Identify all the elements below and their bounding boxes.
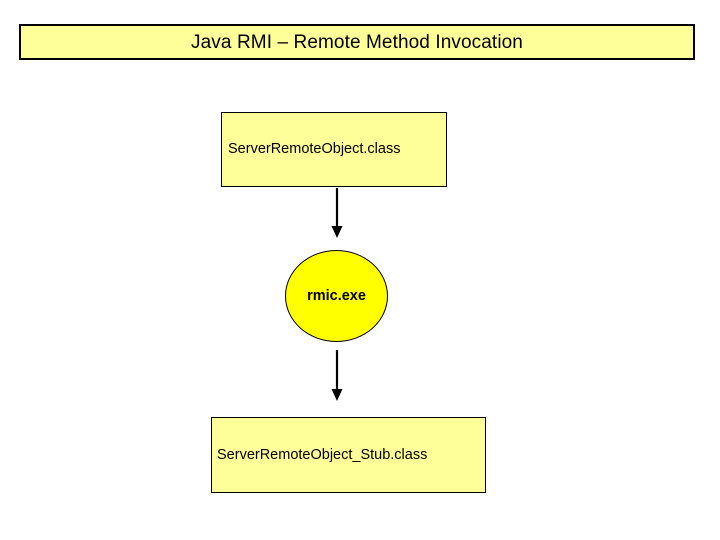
node-source-class-label: ServerRemoteObject.class — [228, 141, 401, 158]
slide-title-box: Java RMI – Remote Method Invocation — [19, 24, 695, 60]
node-stub-class: ServerRemoteObject_Stub.class — [211, 417, 486, 493]
page-title: Java RMI – Remote Method Invocation — [191, 31, 523, 53]
node-source-class: ServerRemoteObject.class — [221, 112, 447, 187]
node-rmic-exe: rmic.exe — [285, 250, 388, 342]
node-stub-class-label: ServerRemoteObject_Stub.class — [217, 446, 428, 463]
node-rmic-exe-label: rmic.exe — [307, 287, 366, 304]
